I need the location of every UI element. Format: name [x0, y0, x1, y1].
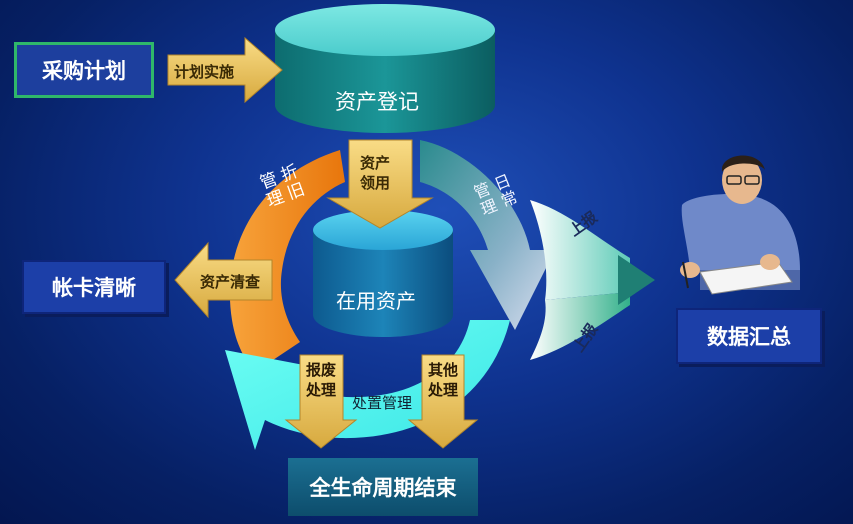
- scrap-label: 报废 处理: [306, 361, 337, 399]
- report-funnel: [530, 200, 655, 360]
- card-clear-label: 帐卡清晰: [52, 276, 136, 300]
- lifecycle-end-label: 全生命周期结束: [309, 476, 457, 500]
- card-clear-box: 帐卡清晰: [22, 260, 166, 314]
- scrap-arrow: [284, 354, 358, 449]
- other-handle-arrow: [407, 354, 479, 449]
- lifecycle-end-box: 全生命周期结束: [288, 458, 478, 516]
- disposal-manage-label: 处置管理: [352, 394, 413, 412]
- asset-register-label: 资产登记: [335, 90, 419, 114]
- asset-register-cylinder: [275, 4, 495, 133]
- data-summary-label: 数据汇总: [707, 325, 791, 349]
- purchase-plan-box: 采购计划: [14, 42, 154, 98]
- other-handle-label: 其他 处理: [428, 361, 459, 399]
- asset-check-label: 资产清查: [200, 273, 261, 291]
- data-summary-box: 数据汇总: [676, 308, 822, 364]
- plan-implement-arrow: [167, 36, 283, 104]
- in-use-assets-cylinder: [313, 210, 453, 337]
- daily-management-arc: [420, 140, 555, 330]
- depreciation-arc: [229, 150, 345, 372]
- person-illustration: [680, 155, 800, 295]
- asset-receive-label: 资产 领用: [360, 154, 391, 192]
- disposal-arc: [225, 320, 510, 450]
- purchase-plan-label: 采购计划: [42, 59, 126, 83]
- in-use-assets-label: 在用资产: [336, 289, 416, 313]
- plan-implement-label: 计划实施: [174, 63, 235, 81]
- asset-check-arrow: [174, 241, 273, 319]
- asset-receive-arrow: [326, 139, 434, 229]
